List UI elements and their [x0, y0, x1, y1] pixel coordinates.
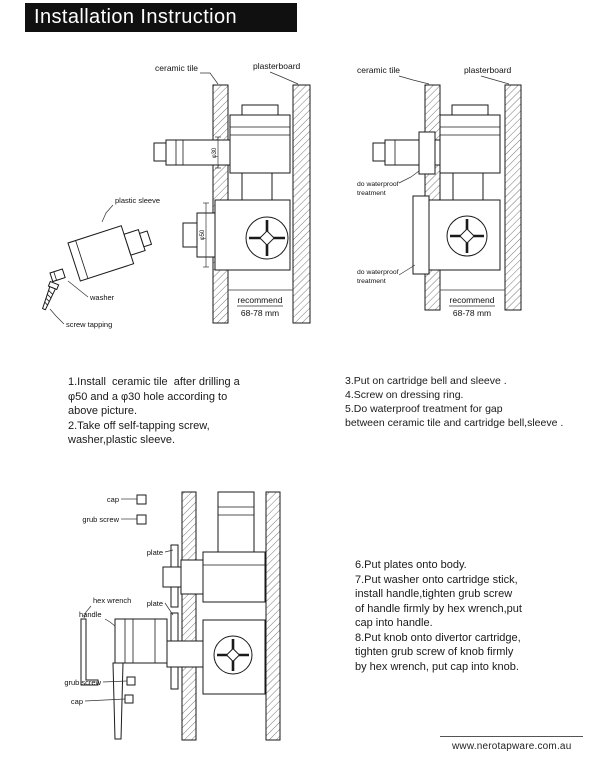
dimension-phi30: φ30: [212, 136, 221, 169]
washer-label: washer: [89, 293, 115, 302]
cap-part: [124, 694, 134, 704]
recommend-dimension: recommend 68-78 mm: [439, 286, 506, 318]
washer: [49, 268, 66, 283]
handle-assembly: [112, 618, 204, 740]
diagram-waterproof-treatment: recommend 68-78 mm ceramic tile plasterb…: [357, 65, 522, 318]
dim-phi30-label: φ30: [212, 147, 218, 158]
waterproof-label-1b: treatment: [357, 190, 386, 197]
recommend-label: recommend: [450, 295, 495, 305]
instructions-steps-6-8: 6.Put plates onto body. 7.Put washer ont…: [355, 559, 522, 673]
page-title: Installation Instruction: [34, 6, 238, 28]
screw-tapping-label: screw tapping: [66, 320, 112, 329]
footer-url: www.nerotapware.com.au: [452, 741, 572, 752]
footer-divider: [440, 736, 583, 737]
dim-phi50-label: φ50: [200, 229, 206, 240]
grub-screw-top-label: grub screw: [82, 515, 119, 524]
recommend-label: recommend: [238, 295, 283, 305]
diverter-dial: [245, 216, 289, 260]
ceramic-tile-label: ceramic tile: [357, 65, 400, 75]
hex-wrench-label: hex wrench: [93, 596, 131, 605]
waterproof-label-1: do waterproof: [357, 181, 399, 188]
instructions-steps-1-2: 1.Install ceramic tile after drilling a …: [68, 376, 240, 447]
dimension-phi50: φ50: [200, 202, 209, 268]
recommend-dimension: recommend 68-78 mm: [227, 286, 294, 318]
tapping-screw: [41, 280, 60, 311]
diverter-dial: [213, 635, 253, 675]
handle-lever: [112, 662, 124, 740]
handle-label: handle: [79, 610, 102, 619]
waterproof-label-2: do waterproof: [357, 269, 399, 276]
recommend-value: 68-78 mm: [453, 308, 491, 318]
recommend-value: 68-78 mm: [241, 308, 279, 318]
plastic-sleeve-label: plastic sleeve: [115, 196, 160, 205]
grub-screw-part-top: [136, 514, 147, 525]
plasterboard-label: plasterboard: [253, 61, 301, 71]
plate-2-label: plate: [147, 599, 163, 608]
plasterboard-label: plasterboard: [464, 65, 512, 75]
cap-part-top: [136, 494, 147, 505]
ceramic-tile-label: ceramic tile: [155, 63, 198, 73]
diverter-dial: [446, 215, 488, 257]
cap-top-label: cap: [107, 495, 119, 504]
diverter-knob: [162, 559, 204, 595]
wall-section: [181, 491, 281, 741]
plate-1-label: plate: [147, 548, 163, 557]
waterproof-callout-2: do waterproof treatment: [357, 264, 416, 285]
grub-screw-part: [126, 676, 136, 686]
instructions-steps-3-5: 3.Put on cartridge bell and sleeve . 4.S…: [345, 375, 564, 429]
cap-bottom-label: cap: [71, 697, 83, 706]
grub-screw-bottom-label: grub screw: [64, 678, 101, 687]
hex-wrench-tool: [80, 618, 99, 686]
title-bar: Installation Instruction: [25, 3, 297, 32]
waterproof-label-2b: treatment: [357, 278, 386, 285]
diagram-handle-assembly: cap grub screw plate plate hex wrench ha…: [64, 491, 281, 741]
diagram-drilling-exploded: φ30 φ50 recommend 68-78 mm: [41, 61, 311, 329]
waterproof-callout-1: do waterproof treatment: [357, 170, 420, 197]
plastic-sleeve: [67, 225, 153, 282]
